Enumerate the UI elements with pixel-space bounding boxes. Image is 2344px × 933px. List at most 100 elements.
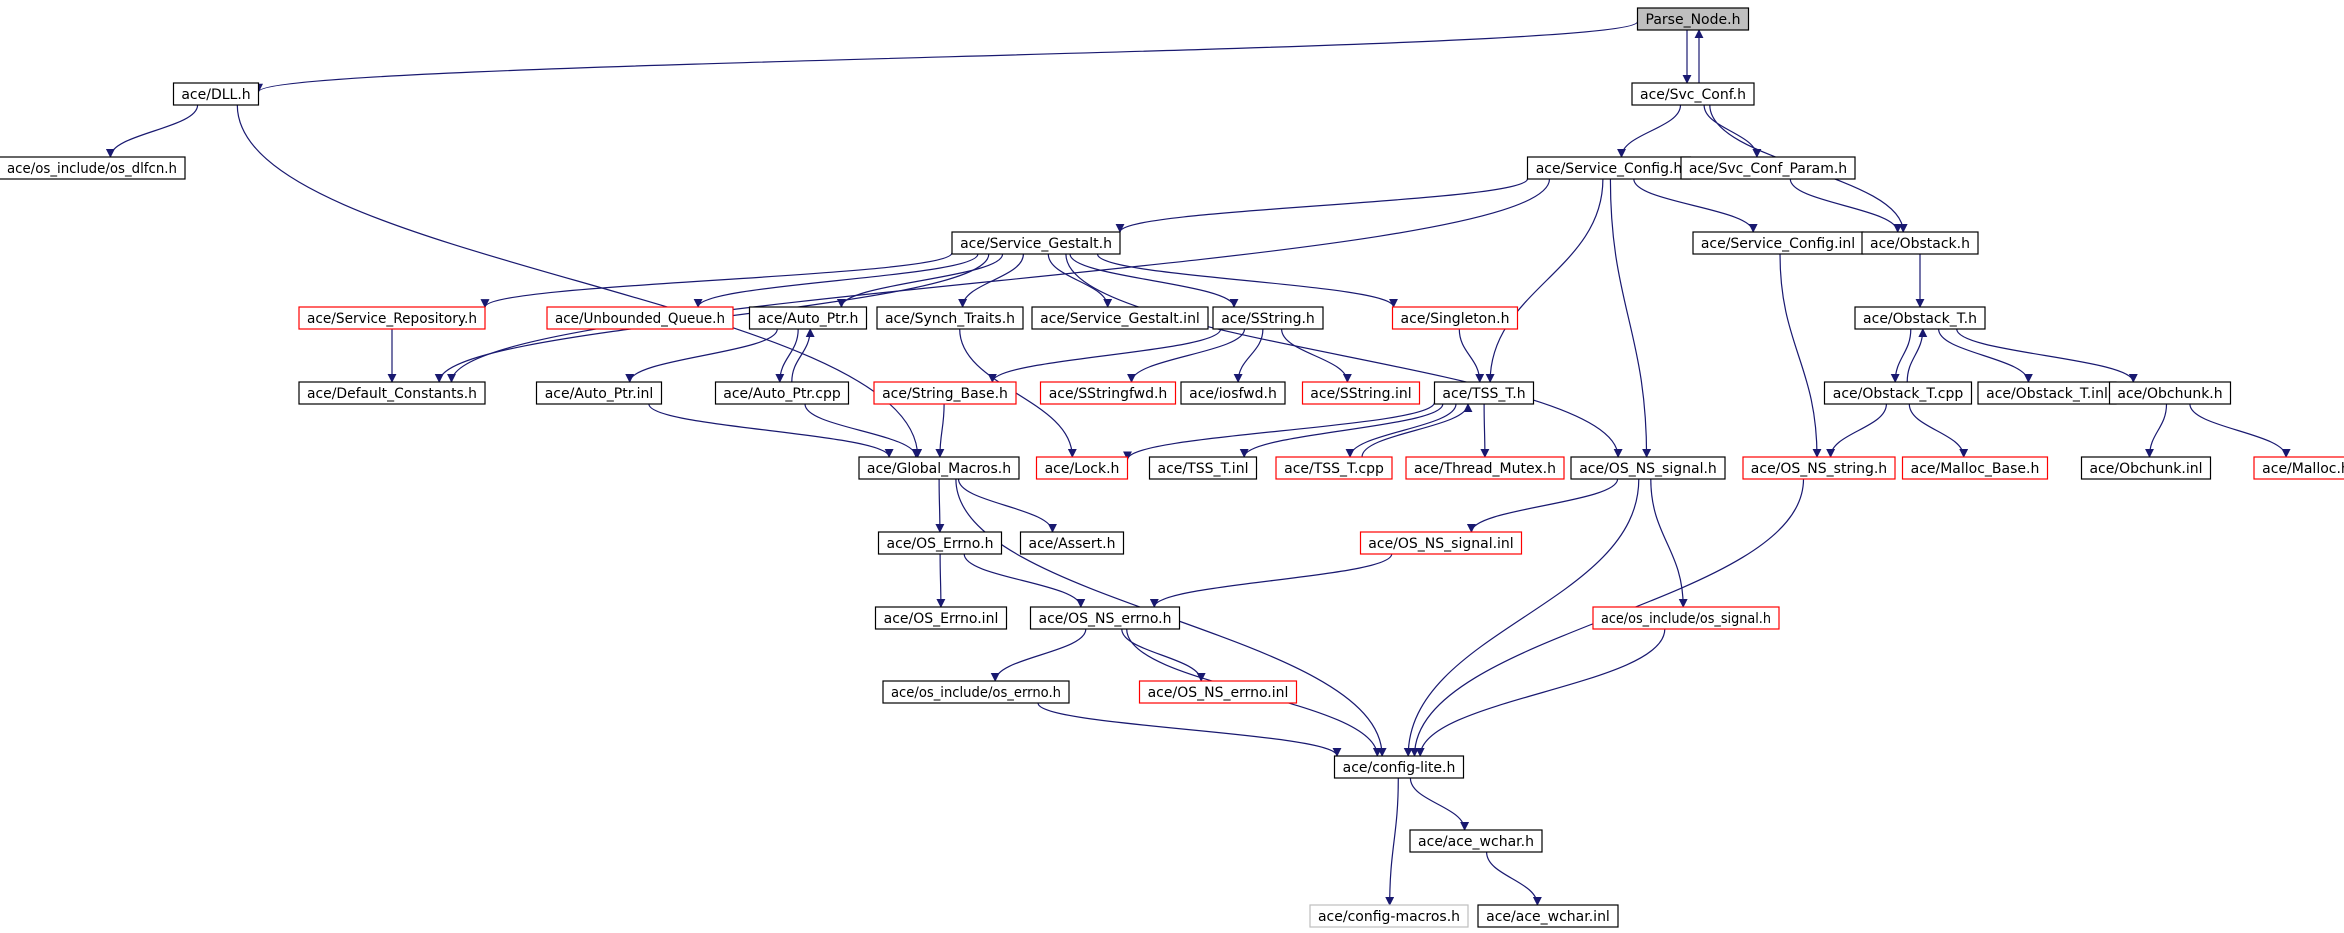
edge-service-gestalt-to-service-repository [480, 252, 953, 309]
node-label: ace/Singleton.h [1401, 311, 1510, 327]
node-global-macros[interactable]: ace/Global_Macros.h [858, 456, 1020, 480]
node-auto-ptr-cpp[interactable]: ace/Auto_Ptr.cpp [714, 381, 850, 405]
node-box [1301, 381, 1421, 405]
node-obchunk[interactable]: ace/Obchunk.h [2108, 381, 2232, 405]
edge-obchunk-to-obchunk-inl [2145, 403, 2168, 458]
node-box [1275, 456, 1393, 480]
node-box [858, 456, 1020, 480]
node-obchunk-inl[interactable]: ace/Obchunk.inl [2080, 456, 2212, 480]
node-assert[interactable]: ace/Assert.h [1019, 531, 1125, 555]
node-label: ace/Auto_Ptr.cpp [723, 386, 841, 402]
node-malloc-base[interactable]: ace/Malloc_Base.h [1901, 456, 2049, 480]
node-thread-mutex[interactable]: ace/Thread_Mutex.h [1405, 456, 1565, 480]
edge-os-errno-to-os-ns-errno [963, 553, 1086, 608]
node-singleton[interactable]: ace/Singleton.h [1391, 306, 1519, 330]
node-label: ace/SStringfwd.h [1049, 386, 1168, 402]
node-label: ace/config-macros.h [1318, 909, 1460, 925]
node-ace-wchar[interactable]: ace/ace_wchar.h [1409, 829, 1543, 853]
node-os-errno-inl[interactable]: ace/OS_Errno.inl [874, 606, 1008, 630]
node-dll[interactable]: ace/DLL.h [172, 82, 260, 106]
node-os-signal[interactable]: ace/os_include/os_signal.h [1592, 606, 1780, 630]
node-lock[interactable]: ace/Lock.h [1035, 456, 1129, 480]
node-box [1854, 306, 1986, 330]
node-ace-wchar-inl[interactable]: ace/ace_wchar.inl [1477, 904, 1619, 928]
node-os-ns-errno-inl[interactable]: ace/OS_NS_errno.inl [1138, 680, 1298, 704]
node-default-constants[interactable]: ace/Default_Constants.h [298, 381, 486, 405]
node-service-config-inl[interactable]: ace/Service_Config.inl [1692, 231, 1864, 255]
node-label: ace/iosfwd.h [1189, 386, 1277, 402]
node-auto-ptr-inl[interactable]: ace/Auto_Ptr.inl [535, 381, 663, 405]
edge-service-config-to-service-gestalt [1115, 178, 1529, 233]
node-parse-node[interactable]: Parse_Node.h [1636, 7, 1750, 31]
edge-auto-ptr-to-auto-ptr-cpp [775, 328, 799, 383]
edge-config-lite-to-config-macros [1385, 777, 1399, 906]
node-label: ace/Thread_Mutex.h [1414, 461, 1556, 477]
node-os-include-errno[interactable]: ace/os_include/os_errno.h [882, 680, 1070, 704]
edge-singleton-to-tss-t [1458, 328, 1485, 383]
node-label: ace/SString.h [1221, 311, 1315, 327]
node-label: ace/Assert.h [1029, 536, 1116, 552]
node-label: ace/Service_Gestalt.h [960, 236, 1112, 252]
node-tss-t-cpp[interactable]: ace/TSS_T.cpp [1275, 456, 1393, 480]
node-os-ns-signal[interactable]: ace/OS_NS_signal.h [1570, 456, 1726, 480]
node-tss-t-inl[interactable]: ace/TSS_T.inl [1148, 456, 1258, 480]
node-sstring-inl[interactable]: ace/SString.inl [1301, 381, 1421, 405]
node-string-base[interactable]: ace/String_Base.h [873, 381, 1017, 405]
node-box [1138, 680, 1298, 704]
node-service-gestalt[interactable]: ace/Service_Gestalt.h [951, 231, 1121, 255]
node-config-macros[interactable]: ace/config-macros.h [1309, 904, 1469, 928]
node-label: Parse_Node.h [1646, 12, 1741, 28]
node-sstring[interactable]: ace/SString.h [1212, 306, 1324, 330]
node-label: ace/TSS_T.h [1442, 386, 1525, 402]
edge-config-lite-to-ace-wchar [1409, 777, 1470, 831]
edge-tss-t-cpp-to-tss-t [1361, 403, 1473, 458]
node-box [2108, 381, 2232, 405]
node-box [1477, 904, 1619, 928]
node-malloc[interactable]: ace/Malloc.h [2253, 456, 2344, 480]
edge-sstring-to-sstring-inl [1281, 328, 1352, 383]
node-box [1405, 456, 1565, 480]
node-obstack-t-cpp[interactable]: ace/Obstack_T.cpp [1823, 381, 1973, 405]
node-label: ace/OS_NS_errno.h [1038, 611, 1171, 627]
node-unbounded-queue[interactable]: ace/Unbounded_Queue.h [546, 306, 734, 330]
node-box [2080, 456, 2212, 480]
node-box [1180, 381, 1286, 405]
node-service-config[interactable]: ace/Service_Config.h [1526, 156, 1692, 180]
edge-obstack-t-to-obchunk [1956, 328, 2138, 383]
node-svc-conf[interactable]: ace/Svc_Conf.h [1631, 82, 1755, 106]
node-config-lite[interactable]: ace/config-lite.h [1333, 755, 1465, 779]
node-os-ns-string[interactable]: ace/OS_NS_string.h [1742, 456, 1896, 480]
edge-tss-t-to-thread-mutex [1480, 403, 1490, 458]
edge-service-gestalt-to-singleton [1096, 253, 1398, 308]
edge-auto-ptr-to-auto-ptr-inl [625, 328, 778, 383]
node-label: ace/ace_wchar.h [1418, 834, 1534, 850]
node-svc-conf-param[interactable]: ace/Svc_Conf_Param.h [1680, 156, 1856, 180]
node-obstack[interactable]: ace/Obstack.h [1861, 231, 1979, 255]
edge-obchunk-to-malloc [2189, 403, 2291, 458]
node-label: ace/Obchunk.h [2117, 386, 2222, 402]
node-os-ns-signal-inl[interactable]: ace/OS_NS_signal.inl [1359, 531, 1523, 555]
node-obstack-t[interactable]: ace/Obstack_T.h [1854, 306, 1986, 330]
node-service-gestalt-inl[interactable]: ace/Service_Gestalt.inl [1031, 306, 1209, 330]
node-os-dlfcn[interactable]: ace/os_include/os_dlfcn.h [0, 156, 186, 180]
node-label: ace/Malloc_Base.h [1911, 461, 2040, 477]
node-synch-traits[interactable]: ace/Synch_Traits.h [876, 306, 1024, 330]
node-auto-ptr[interactable]: ace/Auto_Ptr.h [748, 306, 868, 330]
node-label: ace/Default_Constants.h [307, 386, 477, 402]
node-label: ace/Svc_Conf.h [1640, 87, 1746, 103]
node-obstack-t-inl[interactable]: ace/Obstack_T.inl [1977, 381, 2117, 405]
node-label: ace/DLL.h [181, 87, 250, 103]
edge-obstack-t-to-obstack-t-cpp [1890, 328, 1912, 383]
node-service-repository[interactable]: ace/Service_Repository.h [298, 306, 486, 330]
node-tss-t[interactable]: ace/TSS_T.h [1433, 381, 1535, 405]
node-os-errno[interactable]: ace/OS_Errno.h [877, 531, 1003, 555]
edge-tss-t-to-tss-t-cpp [1345, 403, 1457, 458]
edge-os-signal-to-config-lite [1415, 628, 1666, 757]
node-label: ace/Auto_Ptr.inl [545, 386, 654, 402]
node-iosfwd[interactable]: ace/iosfwd.h [1180, 381, 1286, 405]
node-box [1148, 456, 1258, 480]
edge-dll-to-os-dlfcn [105, 104, 199, 158]
node-box [1409, 829, 1543, 853]
node-sstringfwd[interactable]: ace/SStringfwd.h [1039, 381, 1177, 405]
node-os-ns-errno[interactable]: ace/OS_NS_errno.h [1029, 606, 1181, 630]
